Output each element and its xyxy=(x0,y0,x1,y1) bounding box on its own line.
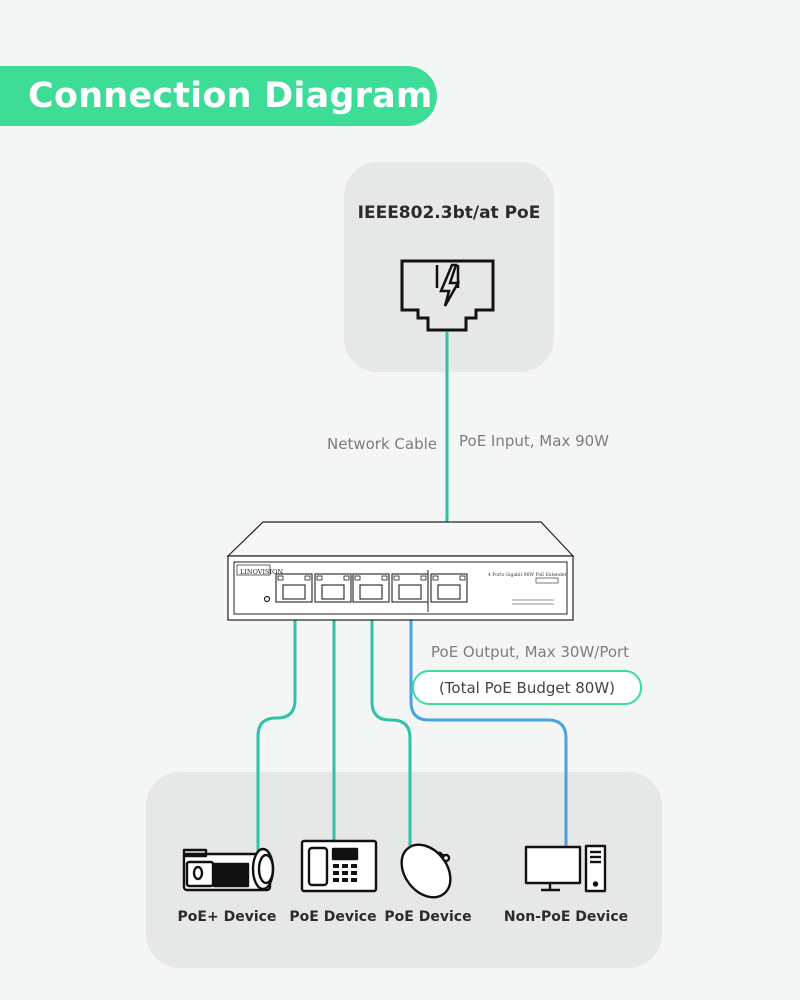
switch-brand: LINOVISION xyxy=(240,568,284,576)
access-point-icon xyxy=(400,843,452,899)
poe-output-label: PoE Output, Max 30W/Port xyxy=(431,643,630,661)
poe-input-label: PoE Input, Max 90W xyxy=(459,432,610,450)
device-label-poe-phone: PoE Device xyxy=(289,909,377,925)
computer-icon xyxy=(524,844,607,893)
device-label-poe-ap: PoE Device xyxy=(384,909,472,925)
switch-model: 4 Ports Gigabit 90W PoE Extender xyxy=(488,573,567,578)
poe-port-icon xyxy=(400,259,495,332)
poe-budget-pill: (Total PoE Budget 80W) xyxy=(412,670,642,705)
title-banner: Connection Diagram xyxy=(0,66,437,126)
poe-source-panel xyxy=(344,162,554,372)
cable-port-3 xyxy=(370,608,412,850)
network-cable-label: Network Cable xyxy=(327,435,437,453)
page-title: Connection Diagram xyxy=(28,76,433,116)
cable-port-1 xyxy=(256,608,297,852)
device-label-non-poe: Non-PoE Device xyxy=(503,909,629,925)
ip-phone-icon xyxy=(300,839,378,893)
poe-switch xyxy=(226,521,575,621)
camera-icon xyxy=(182,847,275,892)
cable-port-4 xyxy=(409,608,568,850)
poe-source-label: IEEE802.3bt/at PoE xyxy=(357,203,541,223)
device-label-poe-plus: PoE+ Device xyxy=(177,909,277,925)
poe-budget-label: (Total PoE Budget 80W) xyxy=(438,678,616,697)
